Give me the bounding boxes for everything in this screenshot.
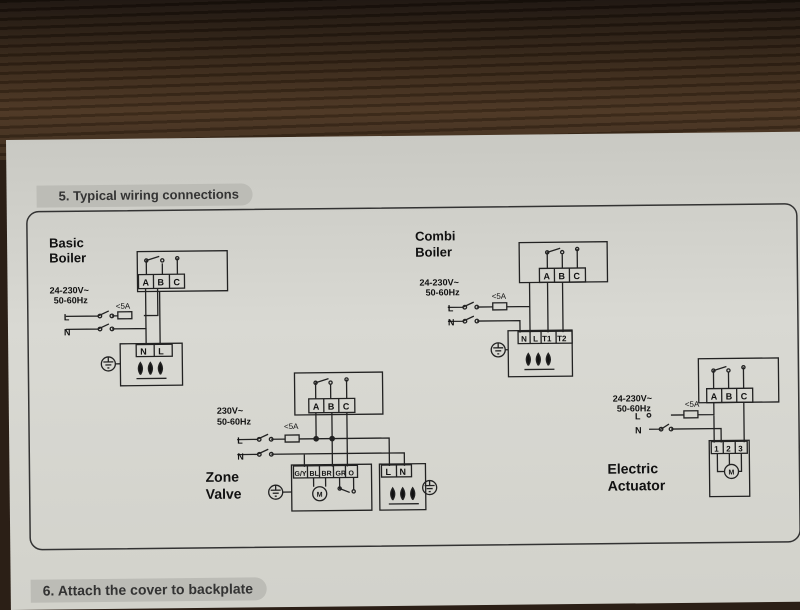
zone-terminal-b: B xyxy=(328,402,335,412)
flame-icon xyxy=(136,362,166,378)
zone-boiler-terminal-l: L xyxy=(385,467,391,477)
combi-voltage-label: 24-230V~ xyxy=(419,277,458,287)
fuse-icon xyxy=(285,435,299,442)
actuator-terminal-3: 3 xyxy=(738,444,743,453)
basic-frequency-label: 50-60Hz xyxy=(54,295,89,305)
flame-icon xyxy=(389,488,419,504)
actuator-fuse-label: <5A xyxy=(685,400,700,409)
zone-valve-diagram xyxy=(236,372,436,512)
combi-frequency-label: 50-60Hz xyxy=(426,287,461,297)
basic-boiler-diagram xyxy=(65,251,228,387)
zone-line-label: L xyxy=(237,436,243,446)
combi-boiler-terminal-t1: T1 xyxy=(542,334,552,343)
fuse-icon xyxy=(493,303,507,310)
flame-icon xyxy=(524,353,554,369)
actuator-terminal-b: B xyxy=(726,391,733,401)
basic-terminal-c: C xyxy=(173,277,180,287)
combi-neutral-label: N xyxy=(448,317,455,327)
fuse-icon xyxy=(118,312,132,319)
combi-fuse-label: <5A xyxy=(492,292,507,301)
actuator-terminal-2: 2 xyxy=(726,444,731,453)
combi-boiler-title-1: Combi xyxy=(415,228,456,243)
zone-fuse-label: <5A xyxy=(284,422,299,431)
actuator-title-2: Actuator xyxy=(608,477,666,494)
zone-valve-terminal-gy: G/Y xyxy=(294,471,306,478)
actuator-motor-label: M xyxy=(728,469,734,476)
basic-boiler-title-2: Boiler xyxy=(49,250,86,265)
combi-boiler-terminal-l: L xyxy=(533,334,538,343)
basic-boiler-terminal-n: N xyxy=(140,347,147,357)
zone-boiler-terminal-n: N xyxy=(399,467,406,477)
instruction-sheet: 5. Typical wiring connections 6. Attach … xyxy=(6,132,800,610)
basic-boiler-terminal-l: L xyxy=(158,346,164,356)
combi-boiler-title-2: Boiler xyxy=(415,244,452,259)
zone-motor-label: M xyxy=(317,492,323,499)
basic-fuse-label: <5A xyxy=(116,302,131,311)
zone-valve-terminal-o: O xyxy=(348,470,354,477)
combi-boiler-diagram xyxy=(447,242,608,378)
zone-terminal-c: C xyxy=(343,401,350,411)
basic-boiler-title-1: Basic xyxy=(49,235,84,250)
zone-valve-terminal-br: BR xyxy=(321,471,331,478)
actuator-terminal-c: C xyxy=(741,391,748,401)
zone-frequency-label: 50-60Hz xyxy=(217,416,252,426)
combi-boiler-terminal-t2: T2 xyxy=(557,334,567,343)
wiring-diagram: Basic Boiler 24-230V~ 50-60Hz <5A L N A … xyxy=(6,132,800,610)
zone-valve-title-2: Valve xyxy=(206,486,242,502)
actuator-voltage-label: 24-230V~ xyxy=(613,393,652,403)
zone-valve-title-1: Zone xyxy=(205,469,239,485)
combi-terminal-b: B xyxy=(558,271,565,281)
actuator-terminal-a: A xyxy=(711,392,718,402)
zone-valve-terminal-bl: BL xyxy=(309,471,319,478)
actuator-terminal-1: 1 xyxy=(714,445,719,454)
zone-voltage-label: 230V~ xyxy=(217,406,243,416)
combi-terminal-c: C xyxy=(573,271,580,281)
zone-valve-terminal-gr: GR xyxy=(335,470,346,477)
basic-terminal-a: A xyxy=(142,278,149,288)
zone-neutral-label: N xyxy=(237,452,244,462)
thermostat-box xyxy=(137,251,227,292)
actuator-title-1: Electric xyxy=(607,460,658,477)
electric-actuator-diagram xyxy=(647,358,780,497)
actuator-neutral-label: N xyxy=(635,425,642,435)
combi-line-label: L xyxy=(448,303,454,313)
basic-terminal-b: B xyxy=(157,277,164,287)
actuator-line-label: L xyxy=(635,411,641,421)
combi-boiler-terminal-n: N xyxy=(521,335,527,344)
basic-neutral-label: N xyxy=(64,327,71,337)
combi-terminal-a: A xyxy=(543,271,550,281)
zone-terminal-a: A xyxy=(313,402,320,412)
basic-voltage-label: 24-230V~ xyxy=(50,285,89,295)
fuse-icon xyxy=(684,411,698,418)
basic-line-label: L xyxy=(64,312,70,322)
